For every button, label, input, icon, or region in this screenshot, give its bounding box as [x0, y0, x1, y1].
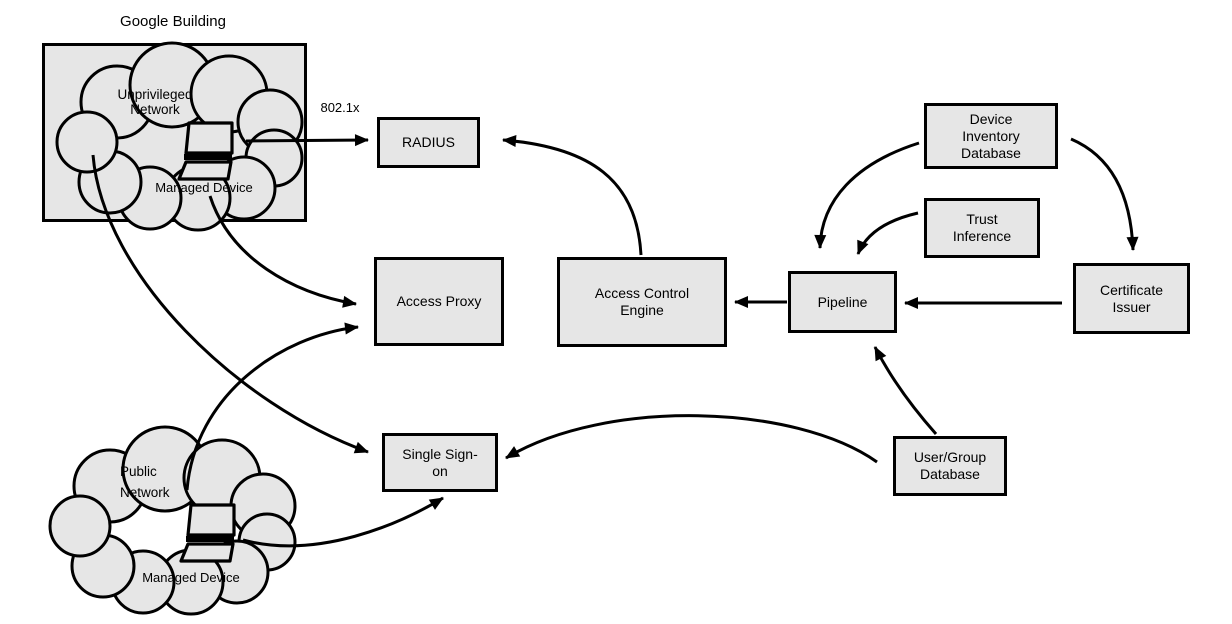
device-inventory-database-label: Device Inventory Database [961, 110, 1021, 161]
edge-unprivileged-device-to-access-proxy [208, 195, 357, 308]
managed-device-laptop-unprivileged [177, 121, 234, 181]
edge-device-inventory-db-to-pipeline [814, 141, 920, 249]
access-proxy-label: Access Proxy [396, 293, 482, 309]
pipeline-box: Pipeline [788, 271, 897, 333]
edge-user-group-db-to-pipeline [873, 346, 938, 435]
certificate-issuer-label: Certificate Issuer [1099, 281, 1164, 315]
trust-inference-label: Trust Inference [952, 211, 1012, 244]
edge-public-device-to-single-sign-on [242, 496, 444, 548]
edge-device-inventory-db-to-certificate-issuer [1070, 137, 1139, 251]
access-control-engine-box: Access Control Engine [557, 257, 727, 347]
user-group-database-box: User/Group Database [893, 436, 1007, 496]
unprivileged-network-cloud [55, 41, 304, 232]
access-control-engine-label: Access Control Engine [594, 285, 690, 318]
radius-box: RADIUS [377, 117, 480, 168]
access-proxy-box: Access Proxy [374, 257, 504, 346]
managed-device-label-unprivileged: Managed Device [155, 180, 253, 195]
device-inventory-database-box: Device Inventory Database [924, 103, 1058, 169]
single-sign-on-box: Single Sign-on [382, 433, 498, 492]
radius-label: RADIUS [402, 134, 455, 150]
edge-label-802-1x: 802.1x [320, 100, 360, 115]
user-group-database-label: User/Group Database [913, 449, 987, 482]
edge-public-device-to-access-proxy [185, 322, 359, 491]
managed-device-label-public: Managed Device [142, 570, 240, 585]
edge-device-to-radius-802-1x [245, 134, 369, 147]
trust-inference-box: Trust Inference [924, 198, 1040, 258]
edge-access-control-engine-to-radius [502, 135, 643, 256]
single-sign-on-label: Single Sign-on [402, 445, 478, 479]
public-network-cloud [48, 425, 297, 616]
edge-trust-inference-to-pipeline [856, 211, 919, 255]
certificate-issuer-box: Certificate Issuer [1073, 263, 1190, 334]
managed-device-laptop-public [179, 503, 236, 563]
google-building-label: Google Building [120, 13, 226, 30]
edge-user-group-db-to-single-sign-on [505, 414, 878, 464]
edge-unprivileged-device-to-single-sign-on [91, 154, 369, 454]
public-network-label: Public Network [120, 464, 170, 500]
pipeline-label: Pipeline [817, 293, 868, 310]
unprivileged-network-label: Unprivileged Network [117, 87, 193, 117]
